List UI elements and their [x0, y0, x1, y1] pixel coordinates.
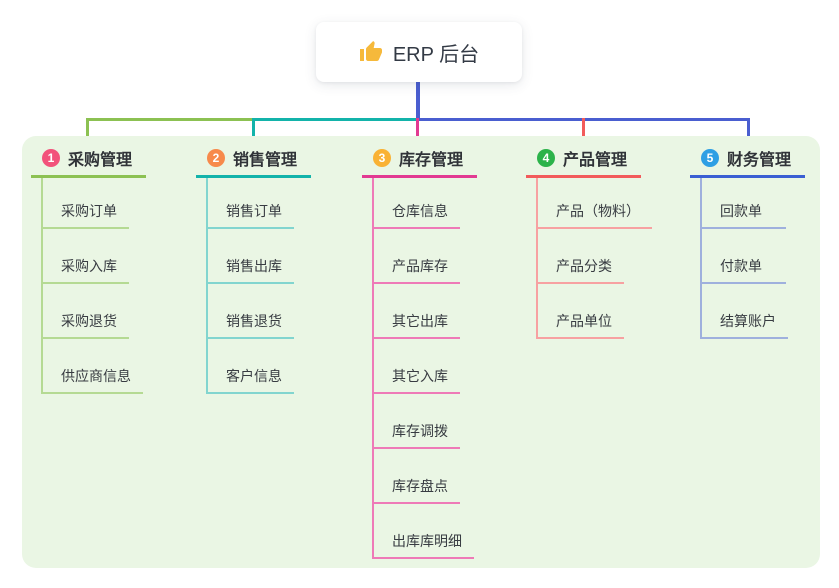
branch-underline — [362, 175, 477, 178]
branch-underline — [690, 175, 805, 178]
branch-underline — [31, 175, 146, 178]
branch-number-badge: 3 — [373, 149, 391, 167]
child-node[interactable]: 其它出库 — [372, 284, 460, 339]
child-node[interactable]: 销售出库 — [206, 229, 294, 284]
drop-line-product — [582, 118, 585, 143]
branch-children: 仓库信息产品库存其它出库其它入库库存调拨库存盘点出库库明细 — [372, 178, 512, 559]
trunk-segment-purchase — [86, 118, 254, 121]
drop-line-finance — [747, 118, 750, 143]
root-node[interactable]: ERP 后台 — [316, 22, 522, 82]
child-node[interactable]: 客户信息 — [206, 339, 294, 394]
root-connector-line — [416, 82, 420, 121]
branch-title[interactable]: 4 产品管理 — [526, 146, 676, 170]
branch-number-badge: 2 — [207, 149, 225, 167]
child-node[interactable]: 回款单 — [700, 178, 786, 229]
child-node[interactable]: 仓库信息 — [372, 178, 460, 229]
branch-column-finance: 5 财务管理 回款单付款单结算账户 — [690, 146, 839, 339]
branch-column-purchase: 1 采购管理 采购订单采购入库采购退货供应商信息 — [31, 146, 181, 394]
child-node[interactable]: 产品库存 — [372, 229, 460, 284]
branch-number-badge: 1 — [42, 149, 60, 167]
child-node[interactable]: 库存盘点 — [372, 449, 460, 504]
branch-children: 采购订单采购入库采购退货供应商信息 — [41, 178, 181, 394]
child-node[interactable]: 产品单位 — [536, 284, 624, 339]
root-node-label: ERP 后台 — [392, 43, 480, 66]
branch-column-product: 4 产品管理 产品（物料）产品分类产品单位 — [526, 146, 676, 339]
child-node[interactable]: 付款单 — [700, 229, 786, 284]
child-node[interactable]: 库存调拨 — [372, 394, 460, 449]
drop-line-sales — [252, 118, 255, 143]
branch-title-label: 库存管理 — [399, 152, 464, 169]
drop-line-inventory — [416, 118, 419, 143]
branch-title-label: 销售管理 — [233, 152, 298, 169]
branch-title[interactable]: 1 采购管理 — [31, 146, 181, 170]
child-node[interactable]: 结算账户 — [700, 284, 788, 339]
branch-title[interactable]: 2 销售管理 — [196, 146, 346, 170]
branch-title-label: 采购管理 — [68, 152, 133, 169]
branch-children: 产品（物料）产品分类产品单位 — [536, 178, 676, 339]
thumbs-up-icon — [359, 40, 383, 64]
branch-column-inventory: 3 库存管理 仓库信息产品库存其它出库其它入库库存调拨库存盘点出库库明细 — [362, 146, 512, 559]
branch-title[interactable]: 3 库存管理 — [362, 146, 512, 170]
child-node[interactable]: 产品（物料） — [536, 178, 652, 229]
child-node[interactable]: 采购入库 — [41, 229, 129, 284]
branch-title[interactable]: 5 财务管理 — [690, 146, 839, 170]
branch-underline — [526, 175, 641, 178]
child-node[interactable]: 采购退货 — [41, 284, 129, 339]
branch-underline — [196, 175, 311, 178]
child-node[interactable]: 产品分类 — [536, 229, 624, 284]
branches-panel — [22, 136, 820, 568]
drop-line-purchase — [86, 118, 89, 143]
branch-children: 回款单付款单结算账户 — [700, 178, 839, 339]
branch-title-label: 产品管理 — [563, 152, 628, 169]
child-node[interactable]: 销售退货 — [206, 284, 294, 339]
branch-children: 销售订单销售出库销售退货客户信息 — [206, 178, 346, 394]
trunk-segment-sales — [254, 118, 417, 121]
child-node[interactable]: 其它入库 — [372, 339, 460, 394]
child-node[interactable]: 出库库明细 — [372, 504, 474, 559]
child-node[interactable]: 销售订单 — [206, 178, 294, 229]
branch-number-badge: 5 — [701, 149, 719, 167]
branch-title-label: 财务管理 — [727, 152, 792, 169]
child-node[interactable]: 供应商信息 — [41, 339, 143, 394]
branch-column-sales: 2 销售管理 销售订单销售出库销售退货客户信息 — [196, 146, 346, 394]
branch-number-badge: 4 — [537, 149, 555, 167]
child-node[interactable]: 采购订单 — [41, 178, 129, 229]
